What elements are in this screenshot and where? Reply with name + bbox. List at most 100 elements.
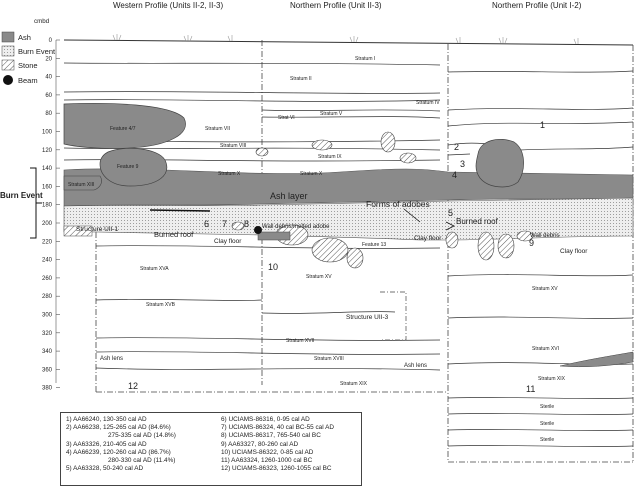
date-entry: 6) UCIAMS-86316, 0-95 cal AD <box>221 416 310 423</box>
stone <box>497 233 515 259</box>
sample-5: 5 <box>448 208 453 218</box>
depth-tick-label: 280 <box>42 294 53 300</box>
depth-tick-label: 60 <box>45 93 52 99</box>
label-stratum-xix-right: Stratum XIX <box>538 376 566 382</box>
date-entry: 11) AA63324, 1260-1000 cal BC <box>221 457 313 465</box>
depth-unit-label: cmbd <box>34 18 50 25</box>
label-stratum-xix-mid: Stratum XIX <box>340 381 368 387</box>
stratum-lines <box>63 62 634 447</box>
label-stratum-x-2: Stratum X <box>300 171 323 177</box>
depth-tick-label: 20 <box>45 56 52 62</box>
date-entry: 5) AA63328, 50-240 cal AD <box>66 465 144 473</box>
label-stratum-iv: Stratum IV <box>416 100 440 106</box>
depth-tick-label: 380 <box>42 386 53 392</box>
label-clay-floor-1: Clay floor <box>214 238 242 245</box>
depth-tick-label: 40 <box>45 75 52 81</box>
depth-ticks: 0204060801001201401601802002202402602803… <box>42 38 60 392</box>
depth-tick-label: 360 <box>42 367 53 373</box>
label-stratum-ix: Stratum IX <box>318 154 342 160</box>
sample-numbers: 1 2 3 4 5 6 7 8 9 10 11 12 <box>128 120 545 394</box>
date-entry: 1) AA66240, 130-350 cal AD <box>66 416 147 423</box>
label-stratum-xiii: Stratum XIII <box>68 182 94 188</box>
label-stratum-ii: Stratum II <box>290 76 312 82</box>
date-entry: 280-330 cal AD (11.4%) <box>108 457 176 465</box>
stratum-xiii-ash <box>63 175 102 191</box>
northern-profile-i2-header: Northern Profile (Unit I-2) <box>492 1 582 10</box>
sample-12: 12 <box>128 381 138 391</box>
burned-roof-beam-line <box>149 209 211 212</box>
sample-9: 9 <box>529 238 534 248</box>
ground-surface <box>63 39 634 46</box>
stone <box>380 131 396 153</box>
stone <box>445 231 459 249</box>
beam-marker <box>254 226 262 234</box>
stone-group <box>231 131 534 269</box>
depth-tick-label: 140 <box>42 166 53 172</box>
legend-ash-label: Ash <box>18 33 31 42</box>
label-feature-9: Feature 9 <box>117 164 139 170</box>
label-structure-uii3: Structure UII-3 <box>346 314 389 321</box>
date-entry: 7) UCIAMS-86324, 40 cal BC-55 cal AD <box>221 424 334 432</box>
western-profile-header: Western Profile (Units II-2, II-3) <box>113 1 223 10</box>
label-stratum-xviii: Stratum XVIII <box>314 356 344 362</box>
date-entry: 275-335 cal AD (14.8%) <box>108 432 176 440</box>
depth-tick-label: 80 <box>45 111 52 117</box>
sample-7: 7 <box>222 219 227 229</box>
depth-tick-label: 320 <box>42 331 53 337</box>
label-clay-floor-3: Clay floor <box>560 248 588 255</box>
legend: Ash Burn Event Stone Beam <box>1 31 56 85</box>
depth-tick-label: 200 <box>42 221 53 227</box>
label-sterile-3: Sterile <box>540 437 554 443</box>
adobe-debris <box>257 231 291 241</box>
label-stratum-xvii: Stratum XVII <box>286 338 314 344</box>
structure-uii1-wall <box>63 225 93 237</box>
depth-tick-label: 340 <box>42 349 53 355</box>
sample-10: 10 <box>268 262 278 272</box>
label-burned-roof-2: Burned roof <box>456 217 499 226</box>
label-structure-uii1: Structure UII-1 <box>76 226 119 233</box>
depth-tick-label: 180 <box>42 203 53 209</box>
burned-roof-pointer <box>445 221 455 231</box>
profile-boundaries <box>95 40 634 463</box>
date-entry: 4) AA66239, 120-260 cal AD (86.7%) <box>66 448 171 456</box>
depth-tick-label: 120 <box>42 148 53 154</box>
stone <box>346 247 364 269</box>
stone <box>516 230 534 242</box>
depth-tick-label: 220 <box>42 239 53 245</box>
label-wall-debris: Wall debris <box>530 233 559 239</box>
stone <box>399 152 417 164</box>
stone <box>311 139 333 151</box>
label-burned-roof-1: Burned roof <box>154 230 194 239</box>
date-entry: 3) AA63326, 210-405 cal AD <box>66 440 147 448</box>
label-stratum-xva: Stratum XVA <box>140 266 169 272</box>
legend-stone-swatch <box>1 59 15 71</box>
legend-beam-label: Beam <box>18 76 38 85</box>
label-wall-debris-melted: Wall debris/melted adobe <box>262 224 330 230</box>
label-stratum-xv-right: Stratum XV <box>532 286 558 292</box>
stone <box>311 237 349 263</box>
grass-tufts <box>112 34 579 45</box>
sample-3: 3 <box>460 159 465 169</box>
label-forms-of-adobes: Forms of adobes <box>366 199 430 209</box>
date-entry: 9) AA63327, 80-260 cal AD <box>221 440 299 448</box>
depth-tick-label: 100 <box>42 130 53 136</box>
sample-2: 2 <box>454 142 459 152</box>
sample-1: 1 <box>540 120 545 130</box>
label-ash-layer: Ash layer <box>270 191 308 201</box>
sample-6: 6 <box>204 219 209 229</box>
date-entry: 12) UCIAMS-86323, 1260-1055 cal BC <box>221 465 332 473</box>
label-stratum-vi: Strat VI <box>278 115 295 121</box>
burn-event-side-label: Burn Event <box>0 191 43 200</box>
sample-4: 4 <box>452 170 457 180</box>
sample-11: 11 <box>526 384 535 394</box>
label-stratum-x: Stratum X <box>218 171 241 177</box>
label-stratum-xvb: Stratum XVB <box>146 302 176 308</box>
label-stratum-i: Stratum I <box>355 56 375 62</box>
label-clay-floor-2: Clay floor <box>414 235 442 242</box>
stone <box>477 231 495 261</box>
burn-event-band <box>63 197 634 241</box>
stone <box>255 147 269 157</box>
